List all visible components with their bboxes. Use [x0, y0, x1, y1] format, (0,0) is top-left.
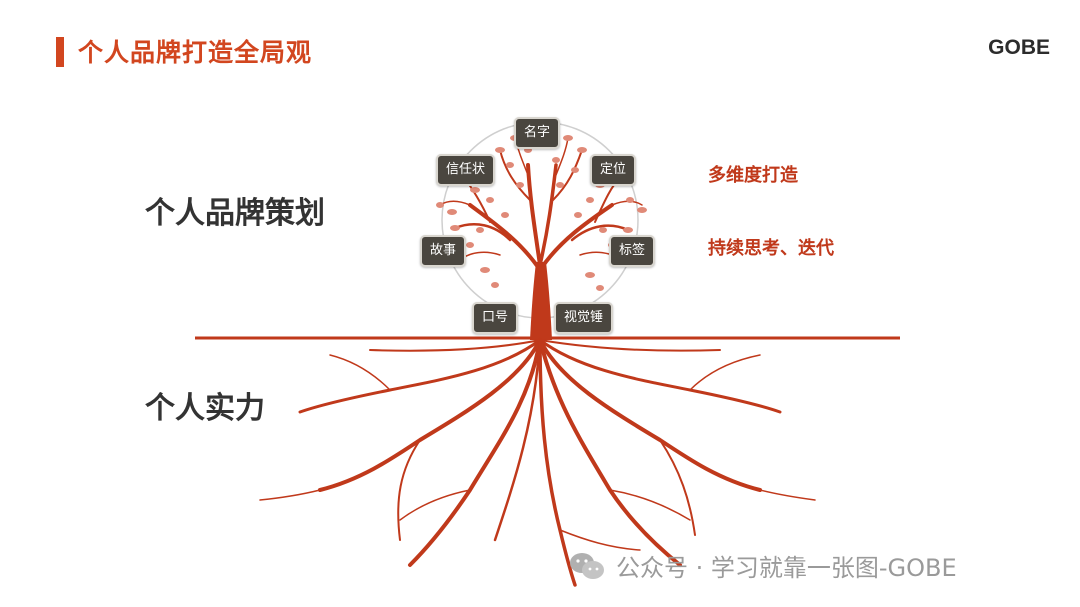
tree-trunk: [530, 262, 552, 340]
personal-strength-label: 个人实力: [145, 391, 265, 426]
page-title: 个人品牌打造全局观: [78, 38, 313, 67]
brand-logo-text: GOBE: [988, 36, 1050, 59]
tree-branches: [439, 137, 643, 272]
tag-label: 标签: [609, 235, 656, 267]
tag-visual-hammer: 视觉锤: [554, 302, 614, 334]
watermark: 公众号 · 学习就靠一张图-GOBE: [568, 548, 957, 583]
watermark-text: 公众号 · 学习就靠一张图-GOBE: [616, 554, 957, 582]
tag-name: 名字: [514, 117, 561, 149]
note-multi-dimension: 多维度打造: [708, 165, 798, 186]
wechat-icon: [568, 551, 606, 581]
title-accent-bar: [56, 37, 64, 67]
note-iterate: 持续思考、迭代: [708, 238, 834, 259]
tag-positioning: 定位: [590, 154, 637, 186]
tag-trust: 信任状: [436, 154, 496, 186]
tag-slogan: 口号: [472, 302, 519, 334]
tag-story: 故事: [420, 235, 467, 267]
brand-planning-label: 个人品牌策划: [145, 196, 325, 231]
tree-roots: [259, 338, 816, 587]
